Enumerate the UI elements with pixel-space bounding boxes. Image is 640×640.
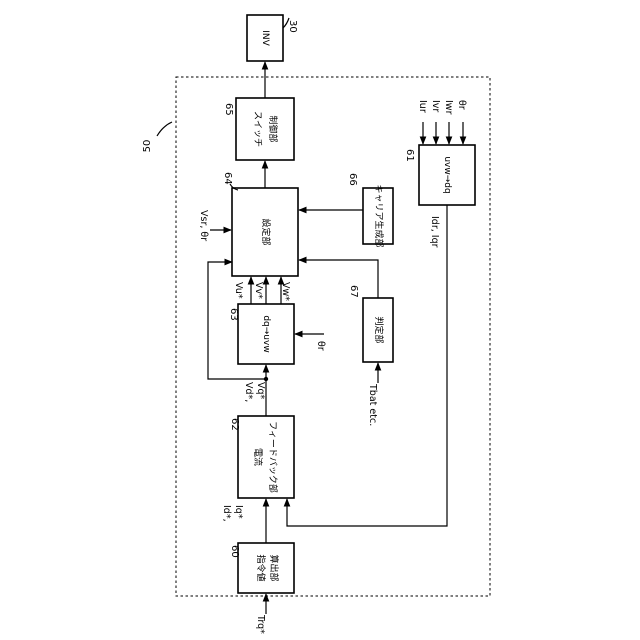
command-calc-line1: 指令値 [255,554,267,581]
uvw-to-dq-block: uvw→dq 61 [404,145,475,205]
dq-to-uvw-block: dq→uvw 63 [228,304,294,364]
feedback-current-line [287,205,447,526]
iwr-label: Iwr [443,100,454,115]
current-feedback-ref: 62 [229,418,240,431]
switch-control-ref: 65 [223,103,234,116]
determination-label: 判定部 [373,316,385,343]
command-calc-ref: 60 [229,545,240,558]
carrier-generator-label: キャリア生成部 [373,184,385,247]
dq-to-uvw-label: dq→uvw [261,315,271,352]
vq-command-label: Vq* [255,382,266,400]
inverter-block: INV 30 [247,15,298,61]
id-command-label: Id*, [221,505,232,522]
current-feedback-line2: フィードバック部 [267,421,279,493]
switch-control-block: スイッチ 制御部 65 [223,98,294,160]
tbat-label: Tbat etc. [367,383,378,426]
switch-control-line2: 制御部 [267,115,279,142]
setting-ref: 64 [222,172,233,185]
current-feedback-line1: 電流 [252,448,264,466]
inverter-ref: 30 [287,20,298,33]
setting-label: 設定部 [260,218,272,245]
determination-block: 判定部 67 [348,285,393,362]
command-calc-line2: 算出部 [268,554,280,581]
vd-command-label: Vd*, [243,382,254,402]
theta-uvw-to-dq-label: θr [456,100,467,110]
vsr-theta-label: Vsr, θr [198,210,209,241]
ivr-label: Ivr [430,100,441,112]
idr-iqr-label: Idr, Iqr [429,216,440,248]
switch-control-line1: スイッチ [252,111,263,147]
determination-arrow [299,260,378,298]
uvw-to-dq-label: uvw→dq [442,156,452,193]
dq-to-uvw-ref: 63 [228,308,239,321]
vw-label: Vw* [280,282,291,301]
iq-command-label: Iq* [233,505,244,519]
carrier-generator-ref: 66 [347,173,358,186]
determination-ref: 67 [348,285,359,298]
controller-ref-leader [157,122,172,136]
theta-dq-to-uvw-label: θr [315,341,326,351]
vu-label: Vu* [233,282,244,299]
setting-block: 設定部 64 [222,172,298,276]
vv-label: Vv* [253,282,264,299]
current-feedback-block: 電流 フィードバック部 62 [229,416,294,498]
trq-label: Trq* [255,614,266,634]
uvw-to-dq-ref: 61 [404,149,415,162]
inverter-label: INV [260,30,270,46]
iur-label: Iur [417,100,428,113]
controller-ref-label: 50 [142,140,153,153]
command-calc-block: 指令値 算出部 60 [229,543,294,593]
